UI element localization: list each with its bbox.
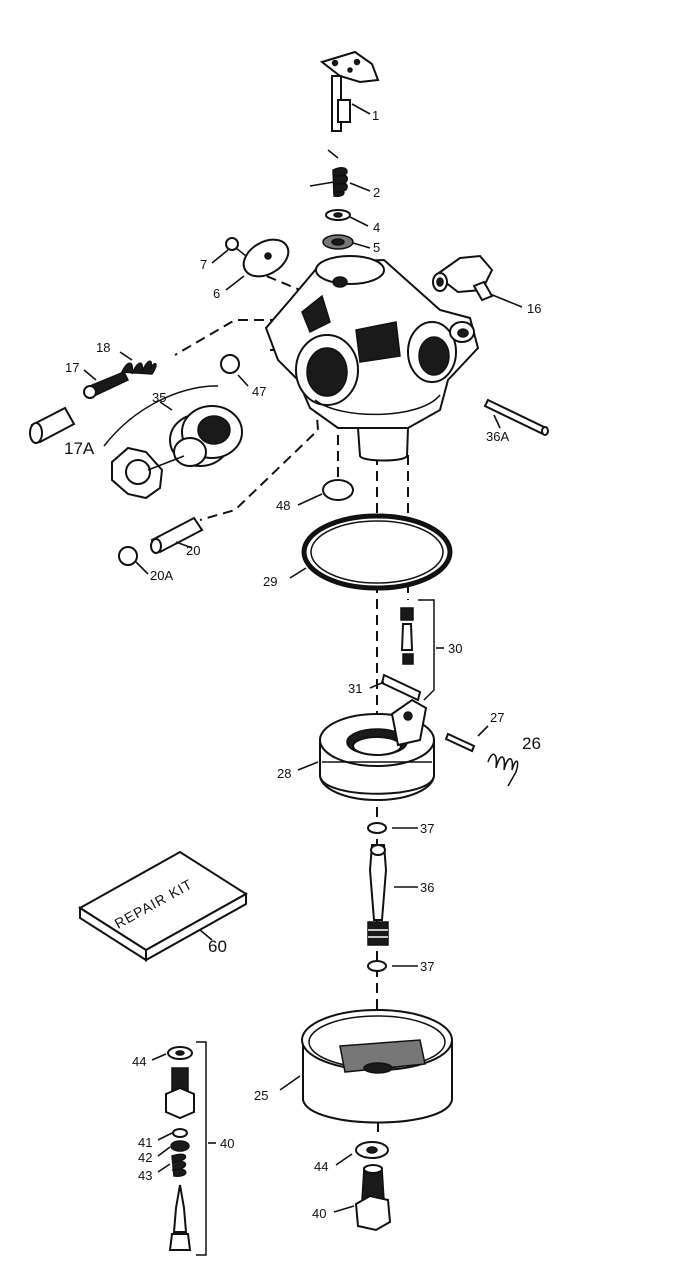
- washer-37-top: [367, 822, 387, 834]
- needle-20: [150, 516, 204, 554]
- clip-31: [380, 673, 422, 702]
- callout-41: 41: [138, 1135, 152, 1150]
- idle-spring: [120, 360, 157, 375]
- callout-31: 31: [348, 681, 362, 696]
- ring-42: [170, 1140, 190, 1152]
- choke-plate-screw: [225, 237, 247, 257]
- callout-25: 25: [254, 1088, 268, 1103]
- callout-7: 7: [200, 257, 207, 272]
- callout-labels: 1 2 4 5 7 6 16 18 17 47 35 17A 36A 48 20…: [64, 108, 541, 1221]
- callout-17: 17: [65, 360, 79, 375]
- cap-20a: [118, 546, 138, 566]
- callout-37-top: 37: [420, 821, 434, 836]
- washer-44-bottom: [355, 1141, 389, 1159]
- callout-27: 27: [490, 710, 504, 725]
- callout-20: 20: [186, 543, 200, 558]
- spring-43: [171, 1153, 187, 1177]
- spring-26: [487, 753, 519, 787]
- callout-44-left: 44: [132, 1054, 146, 1069]
- repair-kit: REPAIR KIT: [78, 850, 248, 962]
- drain-screw: [168, 1184, 192, 1251]
- callout-2: 2: [373, 185, 380, 200]
- choke-shaft: [319, 50, 380, 132]
- pin-36a: [483, 398, 549, 436]
- callout-6: 6: [213, 286, 220, 301]
- callout-35: 35: [152, 390, 166, 405]
- callout-36a: 36A: [486, 429, 509, 444]
- callout-60: 60: [208, 937, 227, 956]
- washer-37-bottom: [367, 960, 387, 972]
- choke-spring: [309, 149, 348, 197]
- callout-4: 4: [373, 220, 380, 235]
- left-washer-44: [167, 1046, 193, 1060]
- float: [319, 698, 435, 801]
- choke-plate: [242, 238, 290, 278]
- callout-42: 42: [138, 1150, 152, 1165]
- callout-40-left: 40: [220, 1136, 234, 1151]
- inlet-needle: [400, 599, 435, 701]
- valve-assembly: [103, 385, 243, 500]
- callout-1: 1: [372, 108, 379, 123]
- callout-28: 28: [277, 766, 291, 781]
- o-ring-47: [220, 354, 240, 374]
- callout-29: 29: [263, 574, 277, 589]
- choke-seal: [322, 234, 354, 250]
- idle-screw: [83, 371, 130, 399]
- ring-41: [172, 1128, 188, 1138]
- callout-43: 43: [138, 1168, 152, 1183]
- fuel-inlet-fitting: [432, 254, 494, 302]
- callout-47: 47: [252, 384, 266, 399]
- main-nozzle: [367, 844, 389, 946]
- leader-lines: [83, 103, 523, 1213]
- part-48: [322, 479, 354, 501]
- float-pin: [444, 732, 476, 753]
- callout-44-bottom: 44: [314, 1159, 328, 1174]
- bowl-nut: [354, 1164, 392, 1232]
- callout-37-bottom: 37: [420, 959, 434, 974]
- callout-36: 36: [420, 880, 434, 895]
- callout-16: 16: [527, 301, 541, 316]
- callout-40-bottom: 40: [312, 1206, 326, 1221]
- callout-17a: 17A: [64, 439, 95, 458]
- callout-5: 5: [373, 240, 380, 255]
- float-bowl: [301, 1009, 453, 1124]
- callout-48: 48: [276, 498, 290, 513]
- callout-26: 26: [522, 734, 541, 753]
- cap-17a: [29, 406, 76, 444]
- callout-20a: 20A: [150, 568, 173, 583]
- callout-18: 18: [96, 340, 110, 355]
- callout-30: 30: [448, 641, 462, 656]
- carburetor-body: [264, 255, 480, 462]
- float-bowl-gasket: [301, 513, 453, 591]
- left-drain-nut: [165, 1067, 195, 1120]
